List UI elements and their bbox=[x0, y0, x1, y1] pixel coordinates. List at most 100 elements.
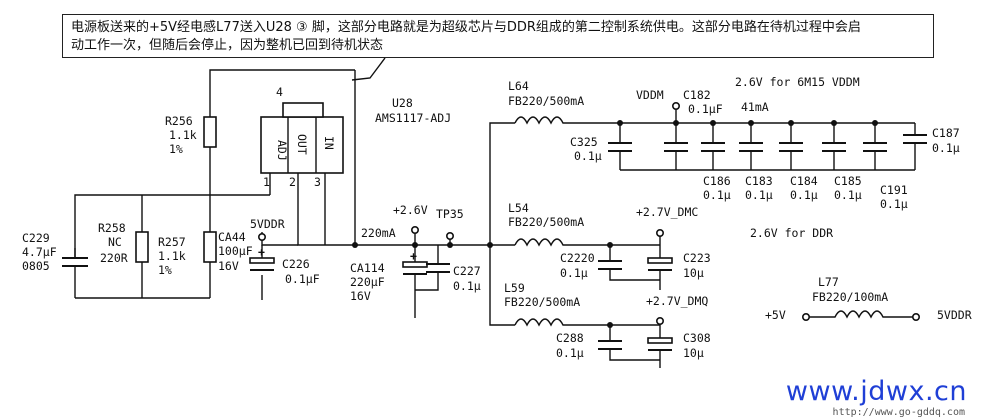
svg-text:C288: C288 bbox=[556, 331, 584, 345]
u28-pin1-label: 1 bbox=[263, 175, 270, 189]
ca114-capacitor: CA114 220μF 16V bbox=[350, 261, 385, 303]
u28-pin3-label: 3 bbox=[314, 175, 321, 189]
branch-bottom bbox=[489, 245, 515, 326]
current-41ma: 41mA bbox=[741, 100, 769, 114]
l59-inductor: L59 FB220/500mA +2.7V_DMQ C288 0.1μ C308… bbox=[504, 281, 711, 368]
svg-text:0.1μ: 0.1μ bbox=[703, 188, 731, 202]
svg-text:220R: 220R bbox=[100, 251, 128, 265]
svg-text:TP35: TP35 bbox=[436, 207, 464, 221]
svg-text:C184: C184 bbox=[790, 174, 818, 188]
svg-text:1%: 1% bbox=[169, 142, 183, 156]
svg-text:+: + bbox=[410, 249, 417, 263]
r258-resistor: R258 NC 220R bbox=[98, 221, 149, 265]
u28-tab bbox=[282, 102, 324, 118]
v26-node: 220mA +2.6V TP35 + C227 0.1μ bbox=[352, 203, 493, 318]
svg-text:CA44: CA44 bbox=[218, 230, 246, 244]
svg-text:R258: R258 bbox=[98, 221, 126, 235]
svg-text:4.7μF: 4.7μF bbox=[22, 245, 57, 259]
note-line-1: 电源板送来的+5V经电感L77送入U28 ③ 脚，这部分电路就是为超级芯片与DD… bbox=[71, 20, 861, 35]
net-dmc: +2.7V_DMC bbox=[636, 205, 698, 219]
c226-capacitor: + 5VDDR C226 0.1μF bbox=[249, 217, 320, 286]
c229-capacitor: C229 4.7μF 0805 bbox=[22, 231, 88, 273]
svg-text:1.1k: 1.1k bbox=[158, 249, 186, 263]
svg-text:FB220/500mA: FB220/500mA bbox=[508, 94, 584, 108]
c227-value: 0.1μ bbox=[453, 279, 481, 293]
vddm-caps: VDDM C182 0.1μF 41mA C325 0.1μ C186 0.1μ… bbox=[570, 88, 960, 211]
title-vddm: 2.6V for 6M15 VDDM bbox=[735, 75, 860, 89]
svg-text:L77: L77 bbox=[818, 275, 839, 289]
svg-text:C226: C226 bbox=[282, 257, 310, 271]
svg-text:0.1μ: 0.1μ bbox=[574, 149, 602, 163]
svg-text:16V: 16V bbox=[218, 259, 239, 273]
branch-top bbox=[489, 122, 515, 245]
u28-adj-label: ADJ bbox=[275, 140, 289, 161]
annotation-note-box: 电源板送来的+5V经电感L77送入U28 ③ 脚，这部分电路就是为超级芯片与DD… bbox=[62, 14, 934, 58]
svg-text:CA114: CA114 bbox=[350, 261, 385, 275]
u28-out-label: OUT bbox=[295, 134, 309, 155]
c227-ref: C227 bbox=[453, 264, 481, 278]
svg-text:0.1μF: 0.1μF bbox=[688, 102, 723, 116]
note-pointer-line bbox=[351, 57, 386, 81]
svg-text:FB220/500mA: FB220/500mA bbox=[504, 295, 580, 309]
svg-text:L59: L59 bbox=[504, 281, 525, 295]
watermark-small: http://www.go-gddq.com bbox=[832, 407, 965, 418]
r257-resistor: R257 1.1k 1% bbox=[158, 231, 217, 277]
svg-text:+2.6V: +2.6V bbox=[393, 203, 428, 217]
net-5vddr-right: 5VDDR bbox=[937, 308, 972, 322]
l77-inductor: L77 FB220/100mA +5V 5VDDR bbox=[765, 275, 972, 322]
ca44-capacitor: CA44 100μF 16V bbox=[218, 230, 253, 273]
svg-text:0805: 0805 bbox=[22, 259, 50, 273]
svg-text:0.1μ: 0.1μ bbox=[790, 188, 818, 202]
svg-text:C223: C223 bbox=[683, 251, 711, 265]
svg-text:NC: NC bbox=[108, 235, 122, 249]
svg-text:C325: C325 bbox=[570, 135, 598, 149]
r256-top-wire bbox=[209, 69, 355, 117]
note-line-2: 动工作一次，但随后会停止，因为整机已回到待机状态 bbox=[71, 38, 384, 53]
watermark-site: www.jdwx.cn bbox=[785, 376, 967, 407]
l54-inductor: L54 FB220/500mA +2.7V_DMC C2220 0.1μ C22… bbox=[508, 201, 711, 290]
net-5vddr-left: 5VDDR bbox=[250, 217, 285, 231]
svg-text:C183: C183 bbox=[745, 174, 773, 188]
u28-part-label: AMS1117-ADJ bbox=[375, 111, 451, 125]
svg-text:C308: C308 bbox=[683, 331, 711, 345]
svg-text:0.1μ: 0.1μ bbox=[880, 197, 908, 211]
svg-text:220mA: 220mA bbox=[361, 226, 396, 240]
svg-text:C2220: C2220 bbox=[560, 251, 595, 265]
svg-text:0.1μ: 0.1μ bbox=[745, 188, 773, 202]
u28-pin4-label: 4 bbox=[276, 85, 283, 99]
svg-text:100μF: 100μF bbox=[218, 244, 253, 258]
svg-text:FB220/500mA: FB220/500mA bbox=[508, 215, 584, 229]
svg-text:10μ: 10μ bbox=[683, 266, 704, 280]
svg-text:C182: C182 bbox=[683, 88, 711, 102]
svg-text:R257: R257 bbox=[158, 235, 186, 249]
title-ddr: 2.6V for DDR bbox=[750, 226, 833, 240]
svg-text:C186: C186 bbox=[703, 174, 731, 188]
svg-text:L54: L54 bbox=[508, 201, 529, 215]
svg-text:0.1μ: 0.1μ bbox=[932, 141, 960, 155]
r256-resistor: R256 1.1k 1% bbox=[165, 114, 217, 156]
u28-body bbox=[260, 116, 344, 174]
u28-regulator: 4 ADJ OUT IN 1 2 3 U28 AMS1117-ADJ bbox=[260, 85, 451, 189]
adj-node-wire bbox=[74, 194, 270, 258]
svg-text:C187: C187 bbox=[932, 126, 960, 140]
u28-in-label: IN bbox=[322, 136, 336, 150]
svg-text:C191: C191 bbox=[880, 183, 908, 197]
net-plus5v: +5V bbox=[765, 308, 786, 322]
svg-text:10μ: 10μ bbox=[683, 346, 704, 360]
svg-text:0.1μ: 0.1μ bbox=[834, 188, 862, 202]
svg-text:L64: L64 bbox=[508, 79, 529, 93]
c226-top-wire bbox=[261, 232, 298, 246]
svg-text:0.1μ: 0.1μ bbox=[556, 346, 584, 360]
svg-text:R256: R256 bbox=[165, 114, 193, 128]
svg-text:FB220/100mA: FB220/100mA bbox=[812, 290, 888, 304]
svg-text:0.1μF: 0.1μF bbox=[285, 272, 320, 286]
svg-text:16V: 16V bbox=[350, 289, 371, 303]
net-vddm: VDDM bbox=[636, 88, 664, 102]
u28-ref-label: U28 bbox=[392, 96, 413, 110]
svg-text:C229: C229 bbox=[22, 231, 50, 245]
svg-text:1.1k: 1.1k bbox=[169, 128, 197, 142]
net-dmq: +2.7V_DMQ bbox=[646, 294, 708, 308]
l64-inductor: L64 FB220/500mA bbox=[508, 79, 620, 125]
svg-text:220μF: 220μF bbox=[350, 275, 385, 289]
